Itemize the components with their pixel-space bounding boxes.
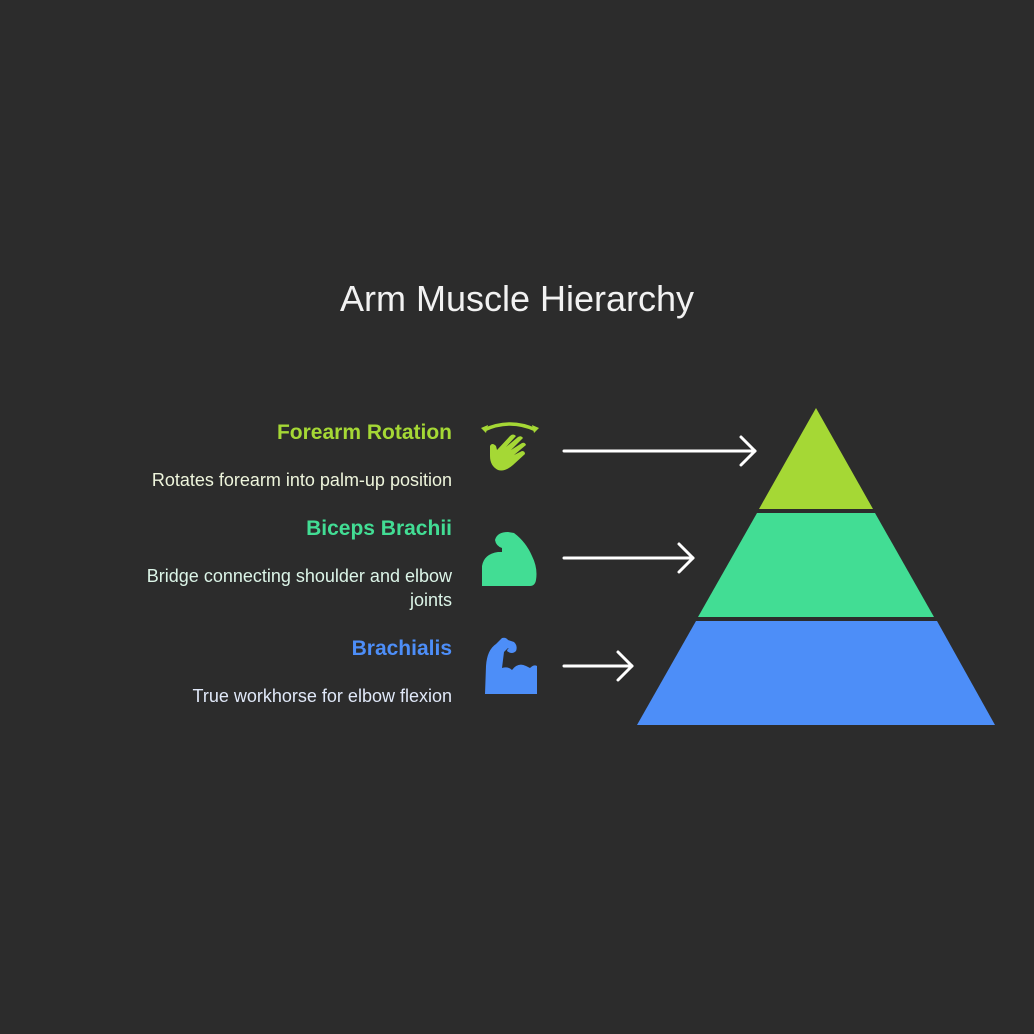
tier-label-brachialis: Brachialis [351,637,452,660]
tier-description-brachialis: True workhorse for elbow flexion [192,686,452,706]
tier-label-forearm-rotation: Forearm Rotation [276,421,452,444]
tier-description-forearm-rotation: Rotates forearm into palm-up position [151,470,452,490]
arrow-biceps-brachii [562,542,695,574]
arrow-brachialis [562,650,634,682]
pyramid-tier-middle [698,513,934,617]
pyramid-tier-bottom [637,621,995,725]
tier-description-biceps-brachii: Bridge connecting shoulder and elbow joi… [146,566,452,610]
pyramid-tier-top [759,408,873,509]
arrow-forearm-rotation [562,435,757,467]
hand-rotate-icon [481,422,539,471]
flexed-arm-icon [482,532,537,586]
tier-label-biceps-brachii: Biceps Brachii [306,517,452,540]
muscle-arm-icon [485,637,537,694]
diagram-title: Arm Muscle Hierarchy [339,278,695,319]
